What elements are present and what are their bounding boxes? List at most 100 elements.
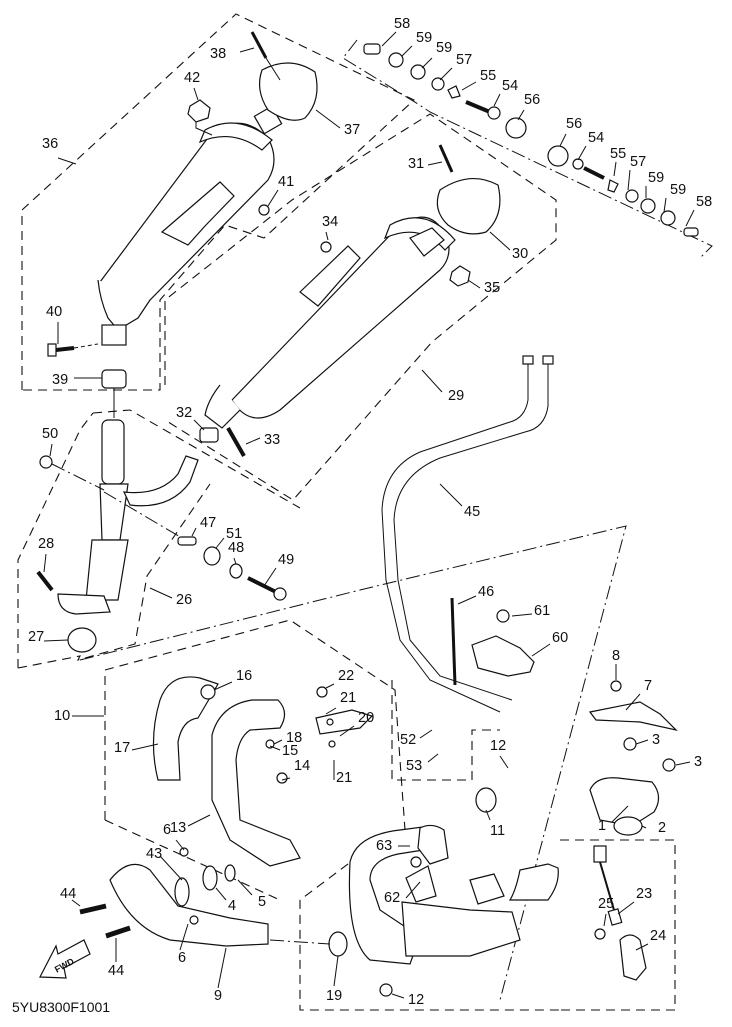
exhaust-assembly-rear	[328, 680, 678, 997]
leader-line	[71, 899, 81, 907]
leader-line	[325, 231, 329, 241]
callout-37: 37	[344, 122, 360, 138]
gasket-39	[101, 369, 127, 389]
leader-line	[457, 595, 477, 605]
forward-direction-arrow: FWD	[39, 939, 91, 979]
boundary-bolt-12	[391, 680, 500, 781]
callout-20: 20	[358, 710, 374, 726]
callout-26: 26	[176, 592, 192, 608]
callout-56: 56	[566, 116, 582, 132]
leader-line	[613, 161, 617, 177]
leader-line	[381, 31, 397, 47]
leader-line	[421, 57, 433, 69]
bracket-hardware-lower	[547, 145, 699, 237]
callout-6: 6	[163, 822, 171, 838]
bracket-hardware-upper	[363, 43, 527, 139]
leader-line	[237, 879, 253, 896]
callout-25: 25	[598, 896, 614, 912]
callout-63: 63	[376, 838, 392, 854]
callout-12: 12	[408, 992, 424, 1008]
leader-line	[531, 643, 551, 657]
leader-line	[193, 87, 199, 101]
callout-59: 59	[416, 30, 432, 46]
leader-line	[427, 753, 439, 763]
gasket-32	[199, 427, 219, 443]
callout-12: 12	[490, 738, 506, 754]
callout-59: 59	[436, 40, 452, 56]
leader-line	[175, 839, 185, 851]
callout-48: 48	[228, 540, 244, 556]
leader-line	[187, 814, 211, 827]
callout-43: 43	[146, 846, 162, 862]
leader-line	[239, 47, 255, 53]
leader-line	[267, 189, 279, 207]
leader-line	[635, 943, 649, 951]
exhaust-pipe-front	[79, 847, 269, 947]
callout-3: 3	[652, 732, 660, 748]
boundary-muffler-center	[164, 113, 557, 501]
leader-line	[419, 729, 433, 739]
leader-line	[245, 437, 261, 445]
bolt-33	[226, 427, 246, 457]
boundary-bracket-set	[342, 39, 713, 259]
callout-7: 7	[644, 678, 652, 694]
callout-41: 41	[278, 174, 294, 190]
leader-line	[49, 443, 53, 457]
callout-29: 29	[448, 388, 464, 404]
leader-line	[617, 901, 635, 915]
boundary-sensor	[560, 839, 676, 1011]
callout-34: 34	[322, 214, 338, 230]
bolt-41	[258, 204, 270, 216]
leader-line	[233, 557, 237, 565]
leader-line	[57, 157, 77, 165]
leader-line	[611, 805, 629, 823]
leader-line	[439, 483, 463, 507]
callout-35: 35	[484, 280, 500, 296]
leader-line	[511, 613, 533, 617]
cable-cover-60	[471, 635, 535, 677]
callout-23: 23	[636, 886, 652, 902]
leader-line	[517, 109, 525, 121]
callout-53: 53	[406, 758, 422, 774]
callout-14: 14	[294, 758, 310, 774]
end-cap-left	[258, 62, 318, 121]
nut-42	[187, 99, 211, 123]
callout-47: 47	[200, 515, 216, 531]
leader-line	[273, 739, 283, 745]
callout-52: 52	[400, 732, 416, 748]
leader-line	[603, 913, 607, 927]
leader-line	[421, 369, 443, 393]
boundary-pipe-front-c	[17, 483, 211, 669]
leader-line	[625, 693, 641, 711]
leader-line	[193, 419, 205, 431]
boundary-pipe-front-b	[17, 412, 94, 668]
leader-line	[461, 81, 477, 91]
callout-13: 13	[170, 820, 186, 836]
callout-55: 55	[480, 68, 496, 84]
gasket-27	[67, 627, 97, 653]
callout-31: 31	[408, 156, 424, 172]
callout-10: 10	[54, 708, 70, 724]
callout-3: 3	[694, 754, 702, 770]
leader-line	[489, 231, 511, 251]
throttle-cables	[381, 355, 554, 713]
callout-36: 36	[42, 136, 58, 152]
leader-line	[179, 923, 189, 951]
bolt-40	[47, 343, 99, 357]
leader-line	[391, 993, 405, 999]
leader-line	[43, 639, 69, 642]
callout-4: 4	[228, 898, 236, 914]
muffler-center	[204, 216, 456, 429]
callout-44: 44	[108, 963, 124, 979]
divider-line	[79, 525, 627, 1001]
nut-34	[320, 241, 332, 253]
callout-45: 45	[464, 504, 480, 520]
leader-line	[217, 947, 227, 989]
callout-5: 5	[258, 894, 266, 910]
callout-42: 42	[184, 70, 200, 86]
leader-line	[641, 825, 647, 829]
callout-22: 22	[338, 668, 354, 684]
callout-15: 15	[282, 743, 298, 759]
leader-line	[191, 527, 197, 537]
callout-57: 57	[630, 154, 646, 170]
